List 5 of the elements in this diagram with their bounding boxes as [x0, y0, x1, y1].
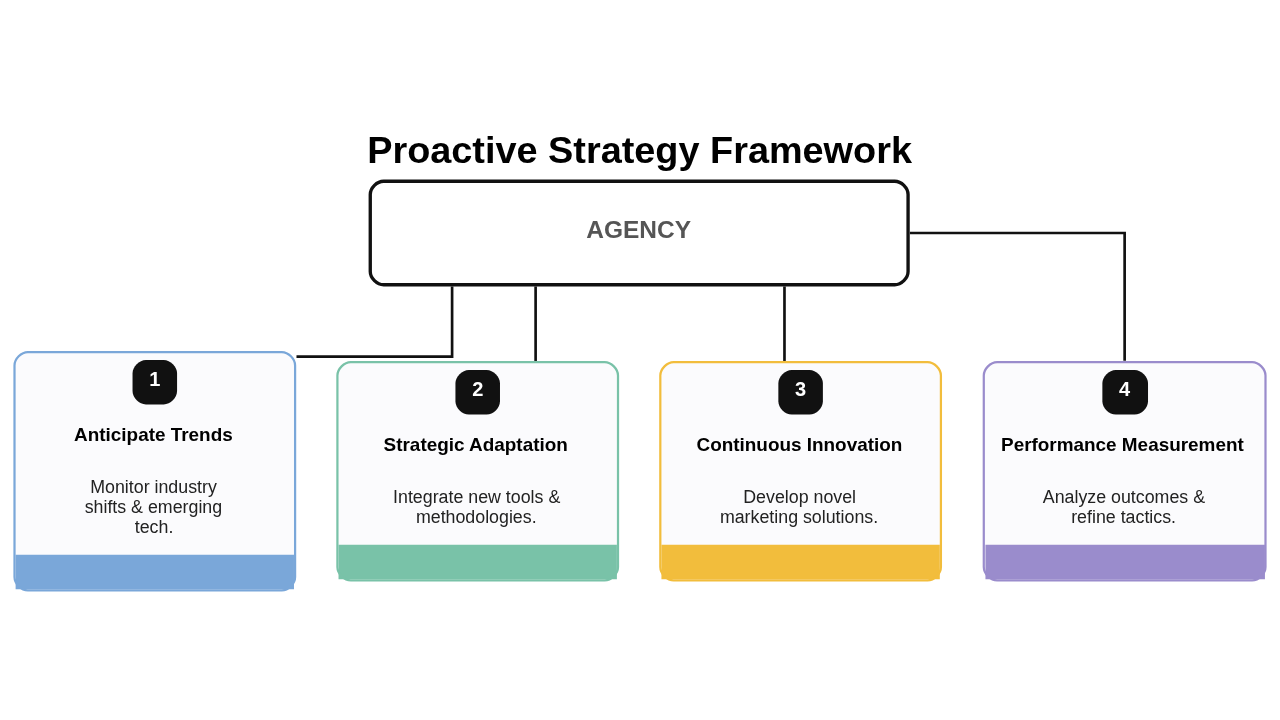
diagram-title: Proactive Strategy Framework — [367, 128, 912, 171]
connector — [296, 286, 454, 358]
connector — [534, 286, 537, 361]
connector — [909, 231, 1126, 361]
connector — [783, 286, 786, 361]
